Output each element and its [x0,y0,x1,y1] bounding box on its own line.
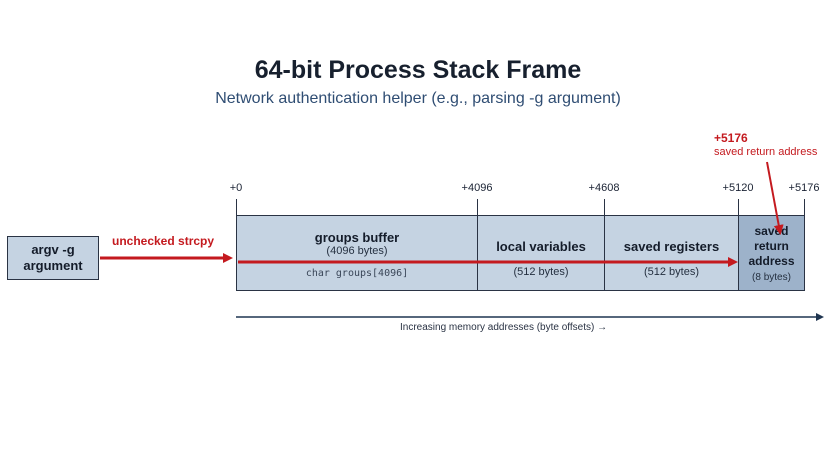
argv-source-box: argv -g argument [7,236,99,280]
saved-return-address-size: (8 bytes) [752,272,791,283]
diagram-title: 64-bit Process Stack Frame [254,56,582,84]
offset-label-4608: +4608 [588,182,620,194]
offset-tick-4608 [604,199,605,215]
diagram-subtitle: Network authentication helper (e.g., par… [215,90,621,107]
offset-label-5176: +5176 [788,182,820,194]
unchecked-strcpy-label: unchecked strcpy [112,234,215,248]
offset-label-5120: +5120 [722,182,754,194]
groups-buffer-declaration: char groups[4096] [305,268,409,279]
local-variables-size: (512 bytes) [513,266,569,278]
offset-label-4096: +4096 [461,182,493,194]
groups-buffer-label: groups buffer [314,230,400,245]
saved-registers-size: (512 bytes) [643,266,700,278]
saved-registers-label: saved registers [623,239,720,254]
offset-tick-5176 [804,199,805,215]
overwrite-offset-label: +5176 [714,131,748,145]
overwrite-callout-arrow [766,161,784,235]
groups-buffer-size: (4096 bytes) [326,245,388,257]
local-variables-segment: local variables (512 bytes) [477,215,605,291]
groups-buffer-segment: groups buffer (4096 bytes) char groups[4… [236,215,478,291]
offset-tick-4096 [477,199,478,215]
offset-tick-5120 [738,199,739,215]
memory-axis-label: Increasing memory addresses (byte offset… [400,322,608,333]
offset-label-0: +0 [229,182,243,194]
saved-registers-segment: saved registers (512 bytes) [604,215,739,291]
offset-tick-0 [236,199,237,215]
saved-return-address-segment: saved return address (8 bytes) [738,215,805,291]
local-variables-label: local variables [496,239,586,254]
overwrite-target-note: saved return address [714,146,818,158]
